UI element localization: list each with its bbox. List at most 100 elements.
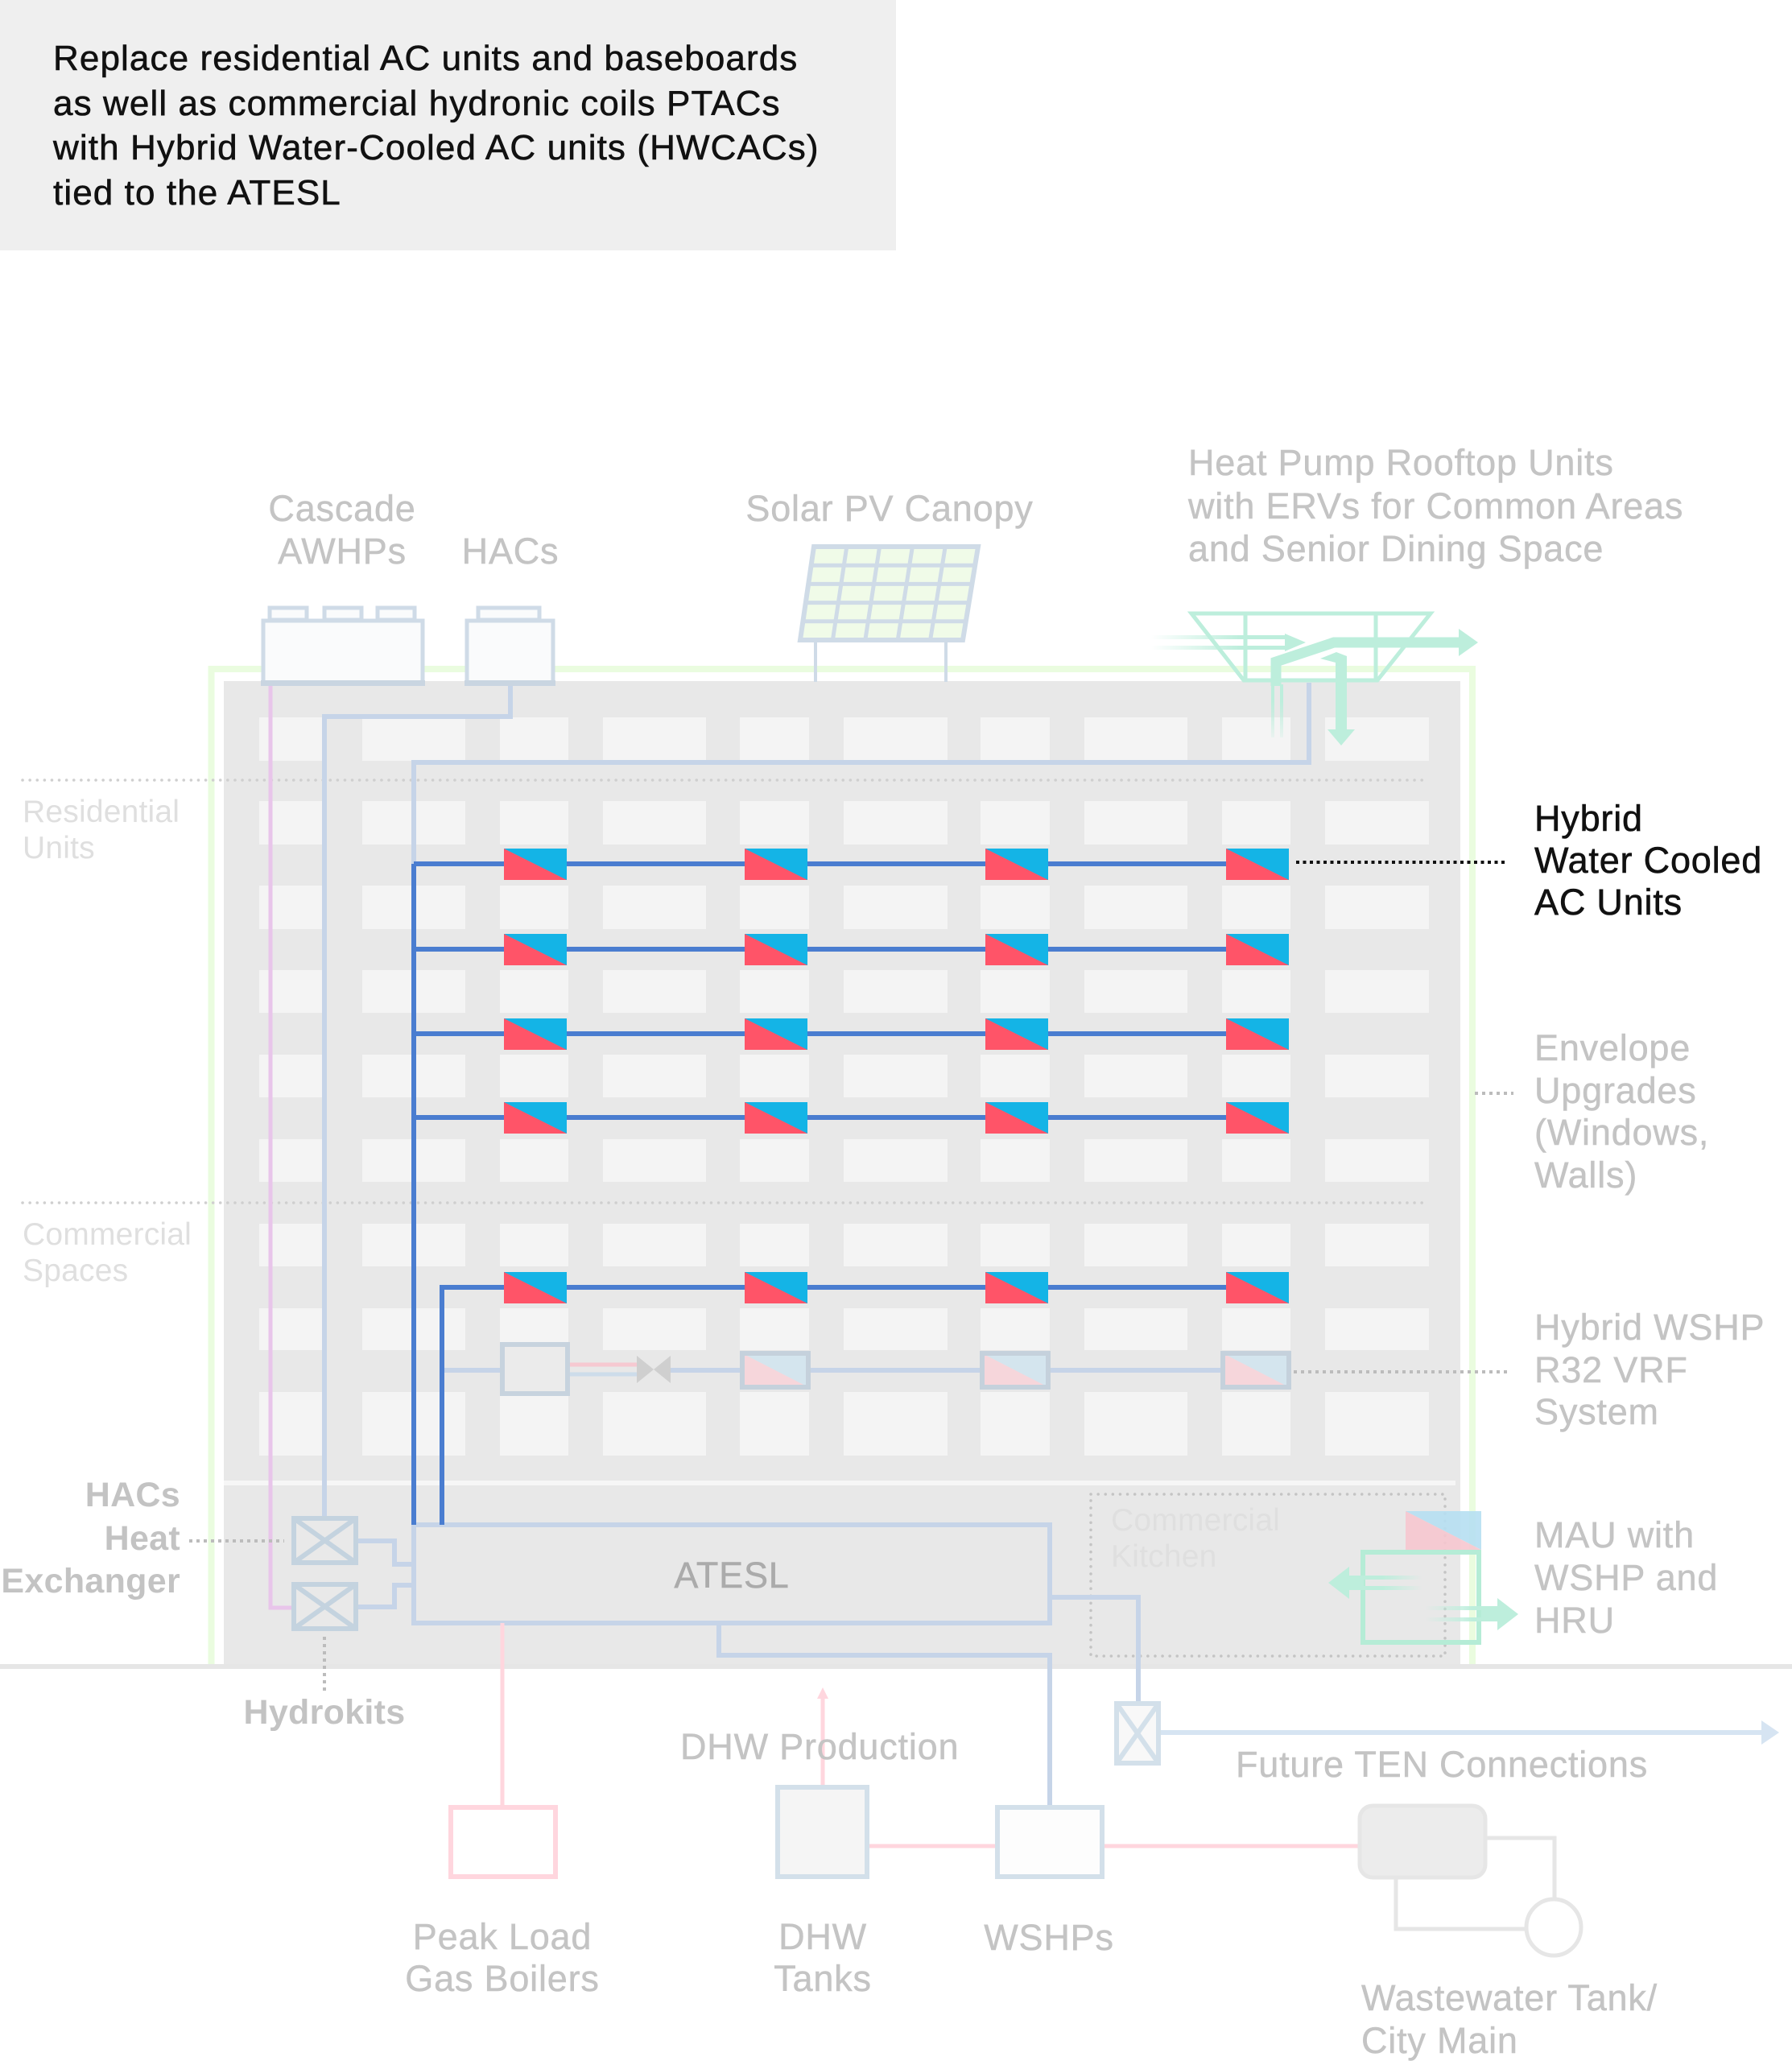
atesl-label: ATESL [674, 1555, 790, 1596]
window [740, 1392, 809, 1456]
hwcac-unit-icon [1226, 1272, 1289, 1303]
dhw-tanks-label: DHW Tanks [774, 1916, 872, 2000]
window [500, 1055, 568, 1097]
hwcac-heating-half [985, 934, 1048, 965]
window [500, 801, 568, 845]
hydrokit-heat-exchanger-icon [291, 1582, 358, 1631]
window [1325, 1139, 1429, 1182]
window [500, 1392, 568, 1456]
commercial-spaces-label: Commercial Spaces [23, 1217, 192, 1288]
ten-heat-exchanger-icon [1114, 1701, 1161, 1766]
window [1222, 801, 1290, 845]
hwcac-heating-half [1226, 1102, 1289, 1134]
vrf-unit-frame [740, 1351, 811, 1390]
wastewater-tank-icon [1357, 1803, 1488, 1880]
awhp-fan [267, 605, 309, 622]
hwcac-unit-icon [1226, 849, 1289, 880]
dhw-production-label: DHW Production [680, 1726, 960, 1768]
hwcac-unit-icon [745, 1272, 807, 1303]
hwcac-unit-icon [745, 934, 807, 965]
mau-housing [1361, 1550, 1481, 1645]
commercial-kitchen-label: Commercial Kitchen [1111, 1503, 1281, 1574]
awhp-hot-water-pipe [268, 686, 291, 1610]
floor-separator [224, 1481, 1455, 1485]
hwcac-unit-icon [504, 849, 567, 880]
window [603, 1308, 706, 1350]
window [1325, 886, 1429, 929]
ground-line [0, 1664, 1792, 1669]
hwcac-unit-icon [985, 934, 1048, 965]
solar-panel-gridline [830, 546, 849, 641]
mau-unit-icon [1328, 1511, 1518, 1645]
awhp-base [261, 680, 425, 686]
window [1084, 1139, 1187, 1182]
window [1222, 1224, 1290, 1266]
solar-panel-icon [797, 544, 981, 682]
wshps-label: WSHPs [984, 1917, 1114, 1959]
window [844, 801, 948, 845]
hwcac-heating-half [1226, 1272, 1289, 1303]
mau-exhaust-band [1346, 1576, 1364, 1590]
vrf-indoor-unit-icon [740, 1351, 811, 1390]
window [500, 717, 568, 761]
vrf-heating-half [742, 1353, 808, 1387]
window [1084, 886, 1187, 929]
window [844, 886, 948, 929]
hwcac-heating-half [504, 849, 567, 880]
vrf-indoor-unit-icon [1220, 1351, 1291, 1390]
window [740, 970, 809, 1013]
window [1084, 717, 1187, 761]
hwcac-heating-half [985, 1272, 1048, 1303]
window [981, 886, 1050, 929]
heat-exchanger-cross [1114, 1702, 1161, 1765]
window [603, 886, 706, 929]
vrf-unit-frame [1220, 1351, 1291, 1390]
atesl-to-wshp-pipe [716, 1623, 1052, 1805]
hwcac-unit-icon [985, 1272, 1048, 1303]
hwcac-unit-icon [985, 849, 1048, 880]
rooftop-unit-erv-icon [1151, 611, 1478, 746]
window [740, 1139, 809, 1182]
window [981, 801, 1050, 845]
solar-pv-canopy-label: Solar PV Canopy [745, 488, 1034, 530]
hwcac-unit-icon [1226, 934, 1289, 965]
window [1084, 801, 1187, 845]
future-ten-connections-label: Future TEN Connections [1236, 1744, 1649, 1786]
description-panel: Replace residential AC units and baseboa… [0, 0, 896, 250]
window [362, 717, 465, 761]
hacs-heat-exchanger-label: HACs Heat Exchanger [1, 1476, 180, 1600]
hwcac-heating-half [504, 1102, 567, 1134]
mau-exhaust-line [1361, 1586, 1422, 1590]
window [981, 1055, 1050, 1097]
window [844, 970, 948, 1013]
wastewater-loop-pipe [1394, 1836, 1557, 1931]
hwcac-heating-half [1226, 934, 1289, 965]
vrf-branch-box [500, 1342, 570, 1396]
window [1222, 1055, 1290, 1097]
window [844, 1055, 948, 1097]
city-main-icon [1524, 1897, 1583, 1958]
hacs-heat-exchanger-icon [291, 1516, 358, 1565]
window [500, 1139, 568, 1182]
solar-panel-gridline [863, 546, 882, 641]
valve-left-half [637, 1356, 654, 1383]
heat-exchanger-cross [292, 1582, 357, 1631]
site-boundary-outline [208, 666, 1476, 1664]
hac-body [465, 618, 555, 686]
window [844, 717, 948, 761]
hac-rooftop-icon [465, 605, 555, 686]
window [981, 1224, 1050, 1266]
rtu-return-line [1271, 684, 1274, 737]
window [603, 1055, 706, 1097]
hwcac-heating-half [504, 1272, 567, 1303]
window [981, 717, 1050, 761]
hwcac-unit-icon [745, 1018, 807, 1050]
hybrid-wshp-vrf-label: Hybrid WSHP R32 VRF System [1534, 1307, 1765, 1432]
mau-supply-band [1481, 1607, 1499, 1621]
window [1325, 1392, 1429, 1456]
window [1222, 717, 1290, 761]
mau-exhaust-line [1361, 1576, 1422, 1580]
rtu-intake-arrowhead-icon [1285, 634, 1306, 651]
vrf-indoor-units [740, 1351, 1291, 1390]
